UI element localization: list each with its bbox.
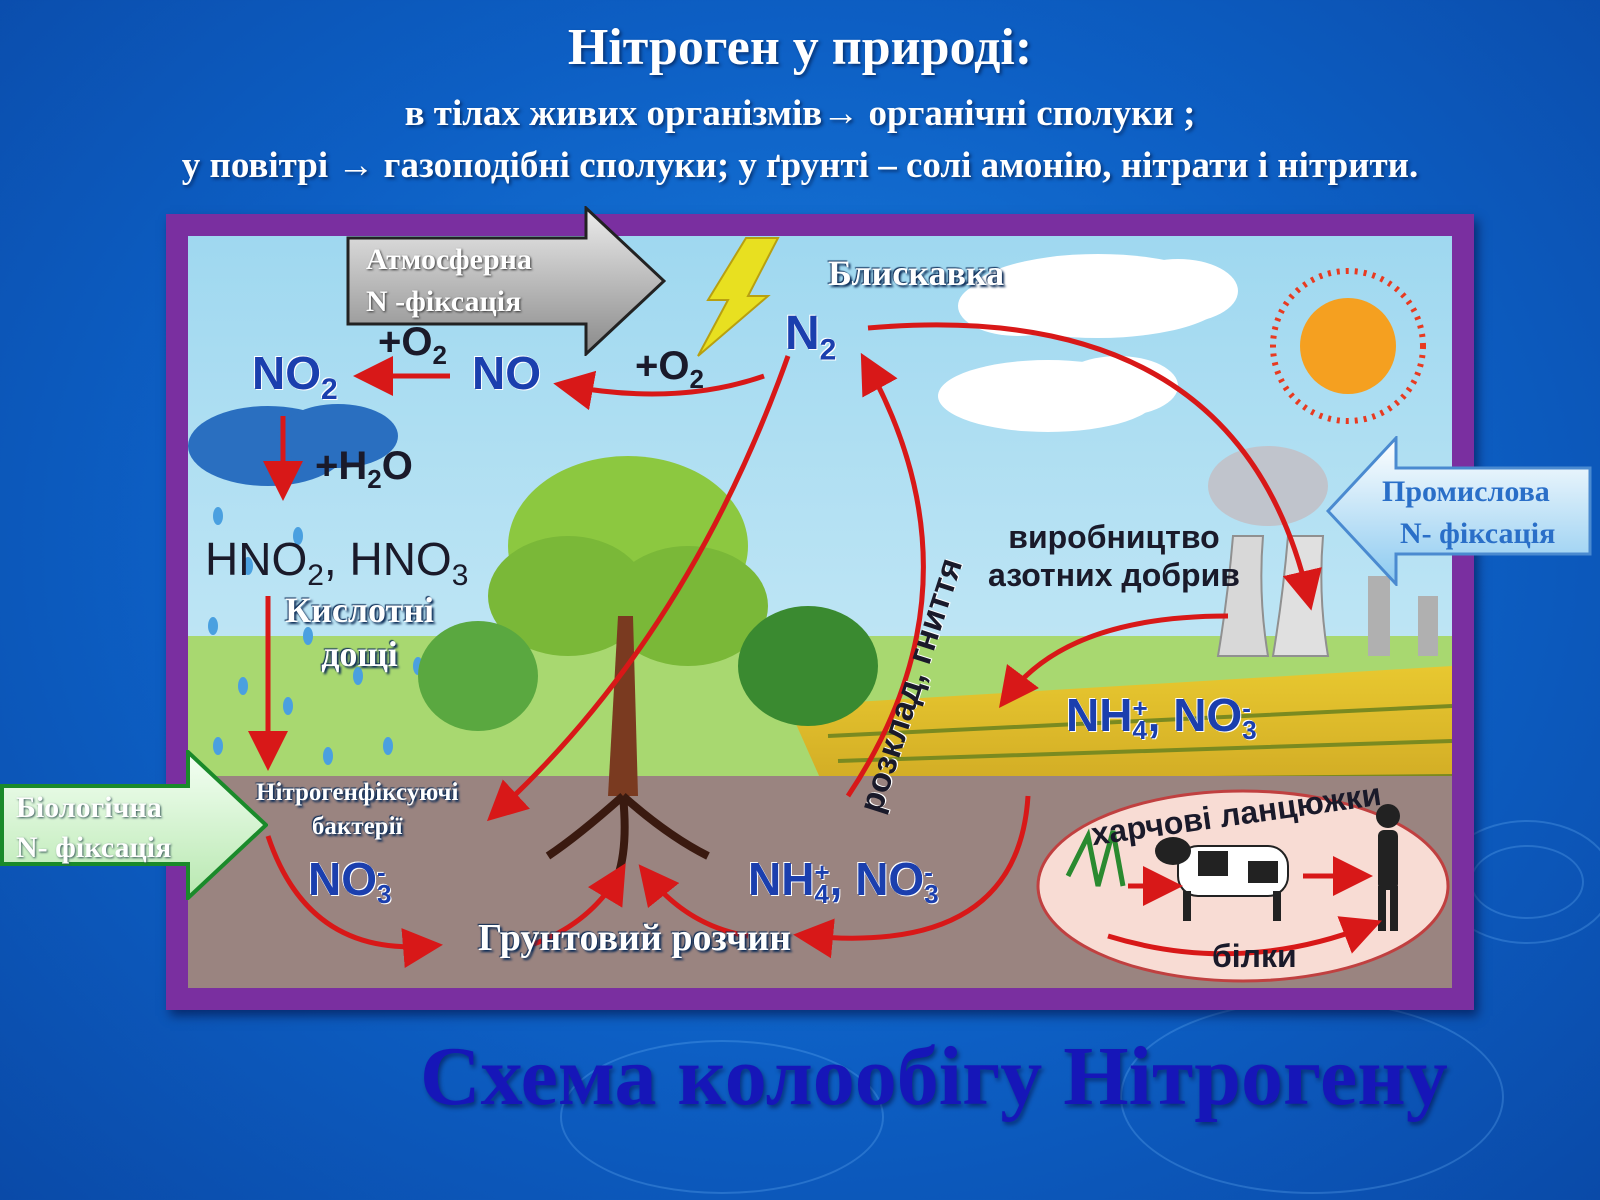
formula-n2: N2 xyxy=(785,307,837,367)
formula-no: NO xyxy=(472,347,541,399)
fertilizer-label: виробництво азотних добрив xyxy=(988,519,1240,593)
subtitle-organisms: в тілах живих організмів→ органічні спол… xyxy=(404,93,1196,134)
formula-nh4-no3-field: NH+4, NO-3 xyxy=(1066,689,1257,745)
callout-arrow-shape xyxy=(1325,434,1592,588)
formula-nh4-no3-soil: NH+4, NO-3 xyxy=(748,853,939,909)
callout-arrow-shape xyxy=(346,204,667,358)
atmospheric-fixation-callout: Атмосферна N -фіксація xyxy=(346,204,667,358)
callout-line: Промислова xyxy=(1382,475,1550,508)
cloud-icon xyxy=(938,356,1178,432)
cloud-icon xyxy=(958,254,1238,338)
soil-solution-label: Грунтовий розчин xyxy=(478,917,792,959)
formula-plus-o2-left: +O2 xyxy=(378,320,447,370)
proteins-label: білки xyxy=(1212,938,1297,974)
industrial-fixation-callout: Промислова N- фіксація xyxy=(1325,434,1592,588)
callout-line: Біологічна xyxy=(16,791,162,824)
footer-title: Схема колообігу Нітрогену xyxy=(420,1030,1448,1123)
lightning-icon xyxy=(697,237,780,357)
person-icon xyxy=(1376,804,1400,931)
acid-rain-label: Кислотні дощі xyxy=(285,590,434,674)
cow-icon xyxy=(1155,837,1289,921)
rain-cloud-icon xyxy=(188,404,398,486)
bacteria-label: Нітрогенфіксуючі бактерії xyxy=(256,779,459,840)
grass-icon xyxy=(1065,828,1126,887)
lightning-label: Блискавка xyxy=(828,253,1005,293)
callout-line: N- фіксація xyxy=(1400,517,1556,550)
formula-plus-o2-right: +O2 xyxy=(635,344,704,394)
ripple-decoration xyxy=(560,1040,884,1194)
formula-no2: NO2 xyxy=(252,347,338,407)
ripple-decoration xyxy=(1470,845,1584,919)
formula-acids: HNO2, HNO3 xyxy=(205,533,469,593)
food-chain-area xyxy=(1036,789,1450,983)
cycle-arrows xyxy=(248,322,1322,968)
rain-drops xyxy=(208,507,423,765)
callout-line: N -фіксація xyxy=(366,285,522,318)
callout-line: N- фіксація xyxy=(16,831,172,864)
biological-fixation-callout: Біологічна N- фіксація xyxy=(0,747,269,903)
callout-line: Атмосферна xyxy=(366,243,532,276)
formula-plus-h2o: +H2O xyxy=(315,444,413,494)
nitrogen-cycle-illustration xyxy=(188,236,1452,988)
subtitle-air-soil: у повітрі → газоподібні сполуки; у ґрунт… xyxy=(181,145,1419,186)
tree-icon xyxy=(418,456,878,878)
formula-no3-soil: NO-3 xyxy=(308,853,392,909)
callout-arrow-shape xyxy=(0,747,269,903)
sun-icon xyxy=(1270,268,1426,424)
slide-title: Нітроген у природі: xyxy=(567,19,1033,76)
